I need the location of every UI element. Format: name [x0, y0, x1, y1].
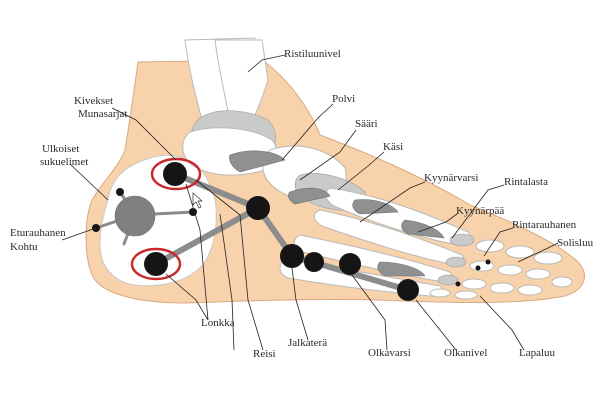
leader-lines [61, 54, 559, 351]
highlight-ring-lower [130, 247, 182, 281]
label-rintalasta: Rintalasta [504, 176, 548, 188]
hip-point-lower [144, 252, 168, 276]
labels: Ristiluunivel Polvi Sääri Käsi Kyynärvar… [10, 48, 594, 360]
label-olkavarsi: Olkavarsi [368, 347, 411, 359]
reflex-points [92, 162, 491, 301]
label-kohtu: Kohtu [10, 241, 38, 253]
collarbone-point-3 [485, 259, 491, 265]
testes-ovaries-point [116, 188, 124, 196]
uterus-prostate-point [114, 195, 156, 237]
label-kivekset-line2: Munasarjat [78, 108, 127, 120]
foot-point-1 [280, 244, 304, 268]
foot-point-2 [304, 252, 324, 272]
label-kasi: Käsi [383, 141, 403, 153]
highlight-ring-upper [150, 157, 202, 191]
label-polvi: Polvi [332, 93, 355, 105]
label-kyynarvarsi: Kyynärvarsi [424, 172, 478, 184]
collarbone-point-1 [455, 281, 461, 287]
label-lapaluu: Lapaluu [519, 347, 556, 359]
label-eturauhanen: Eturauhanen [10, 227, 66, 239]
knee-point [246, 196, 270, 220]
label-lonkka: Lonkka [201, 317, 235, 329]
label-jalkatera: Jalkaterä [288, 337, 327, 349]
label-olkanivel: Olkanivel [444, 347, 487, 359]
label-kyynarpaa: Kyynärpää [456, 205, 504, 217]
uterus-side-point [189, 208, 197, 216]
label-ulkoiset-line1: Ulkoiset [42, 143, 79, 155]
shoulder-joint-point [397, 279, 419, 301]
toe-bones [429, 233, 573, 300]
label-ulkoiset-line2: sukuelimet [40, 156, 88, 168]
label-kivekset-line1: Kivekset [74, 95, 113, 107]
leg-point [339, 253, 361, 275]
hip-point-upper [163, 162, 187, 186]
label-saari: Sääri [355, 118, 378, 130]
label-reisi: Reisi [253, 348, 276, 360]
label-solisluu: Solisluu [557, 237, 594, 249]
mouse-cursor-icon [192, 192, 203, 209]
label-rintarauhanen: Rintarauhanen [512, 219, 577, 231]
collarbone-point-2 [475, 265, 481, 271]
label-ristiluunivel: Ristiluunivel [284, 48, 341, 60]
